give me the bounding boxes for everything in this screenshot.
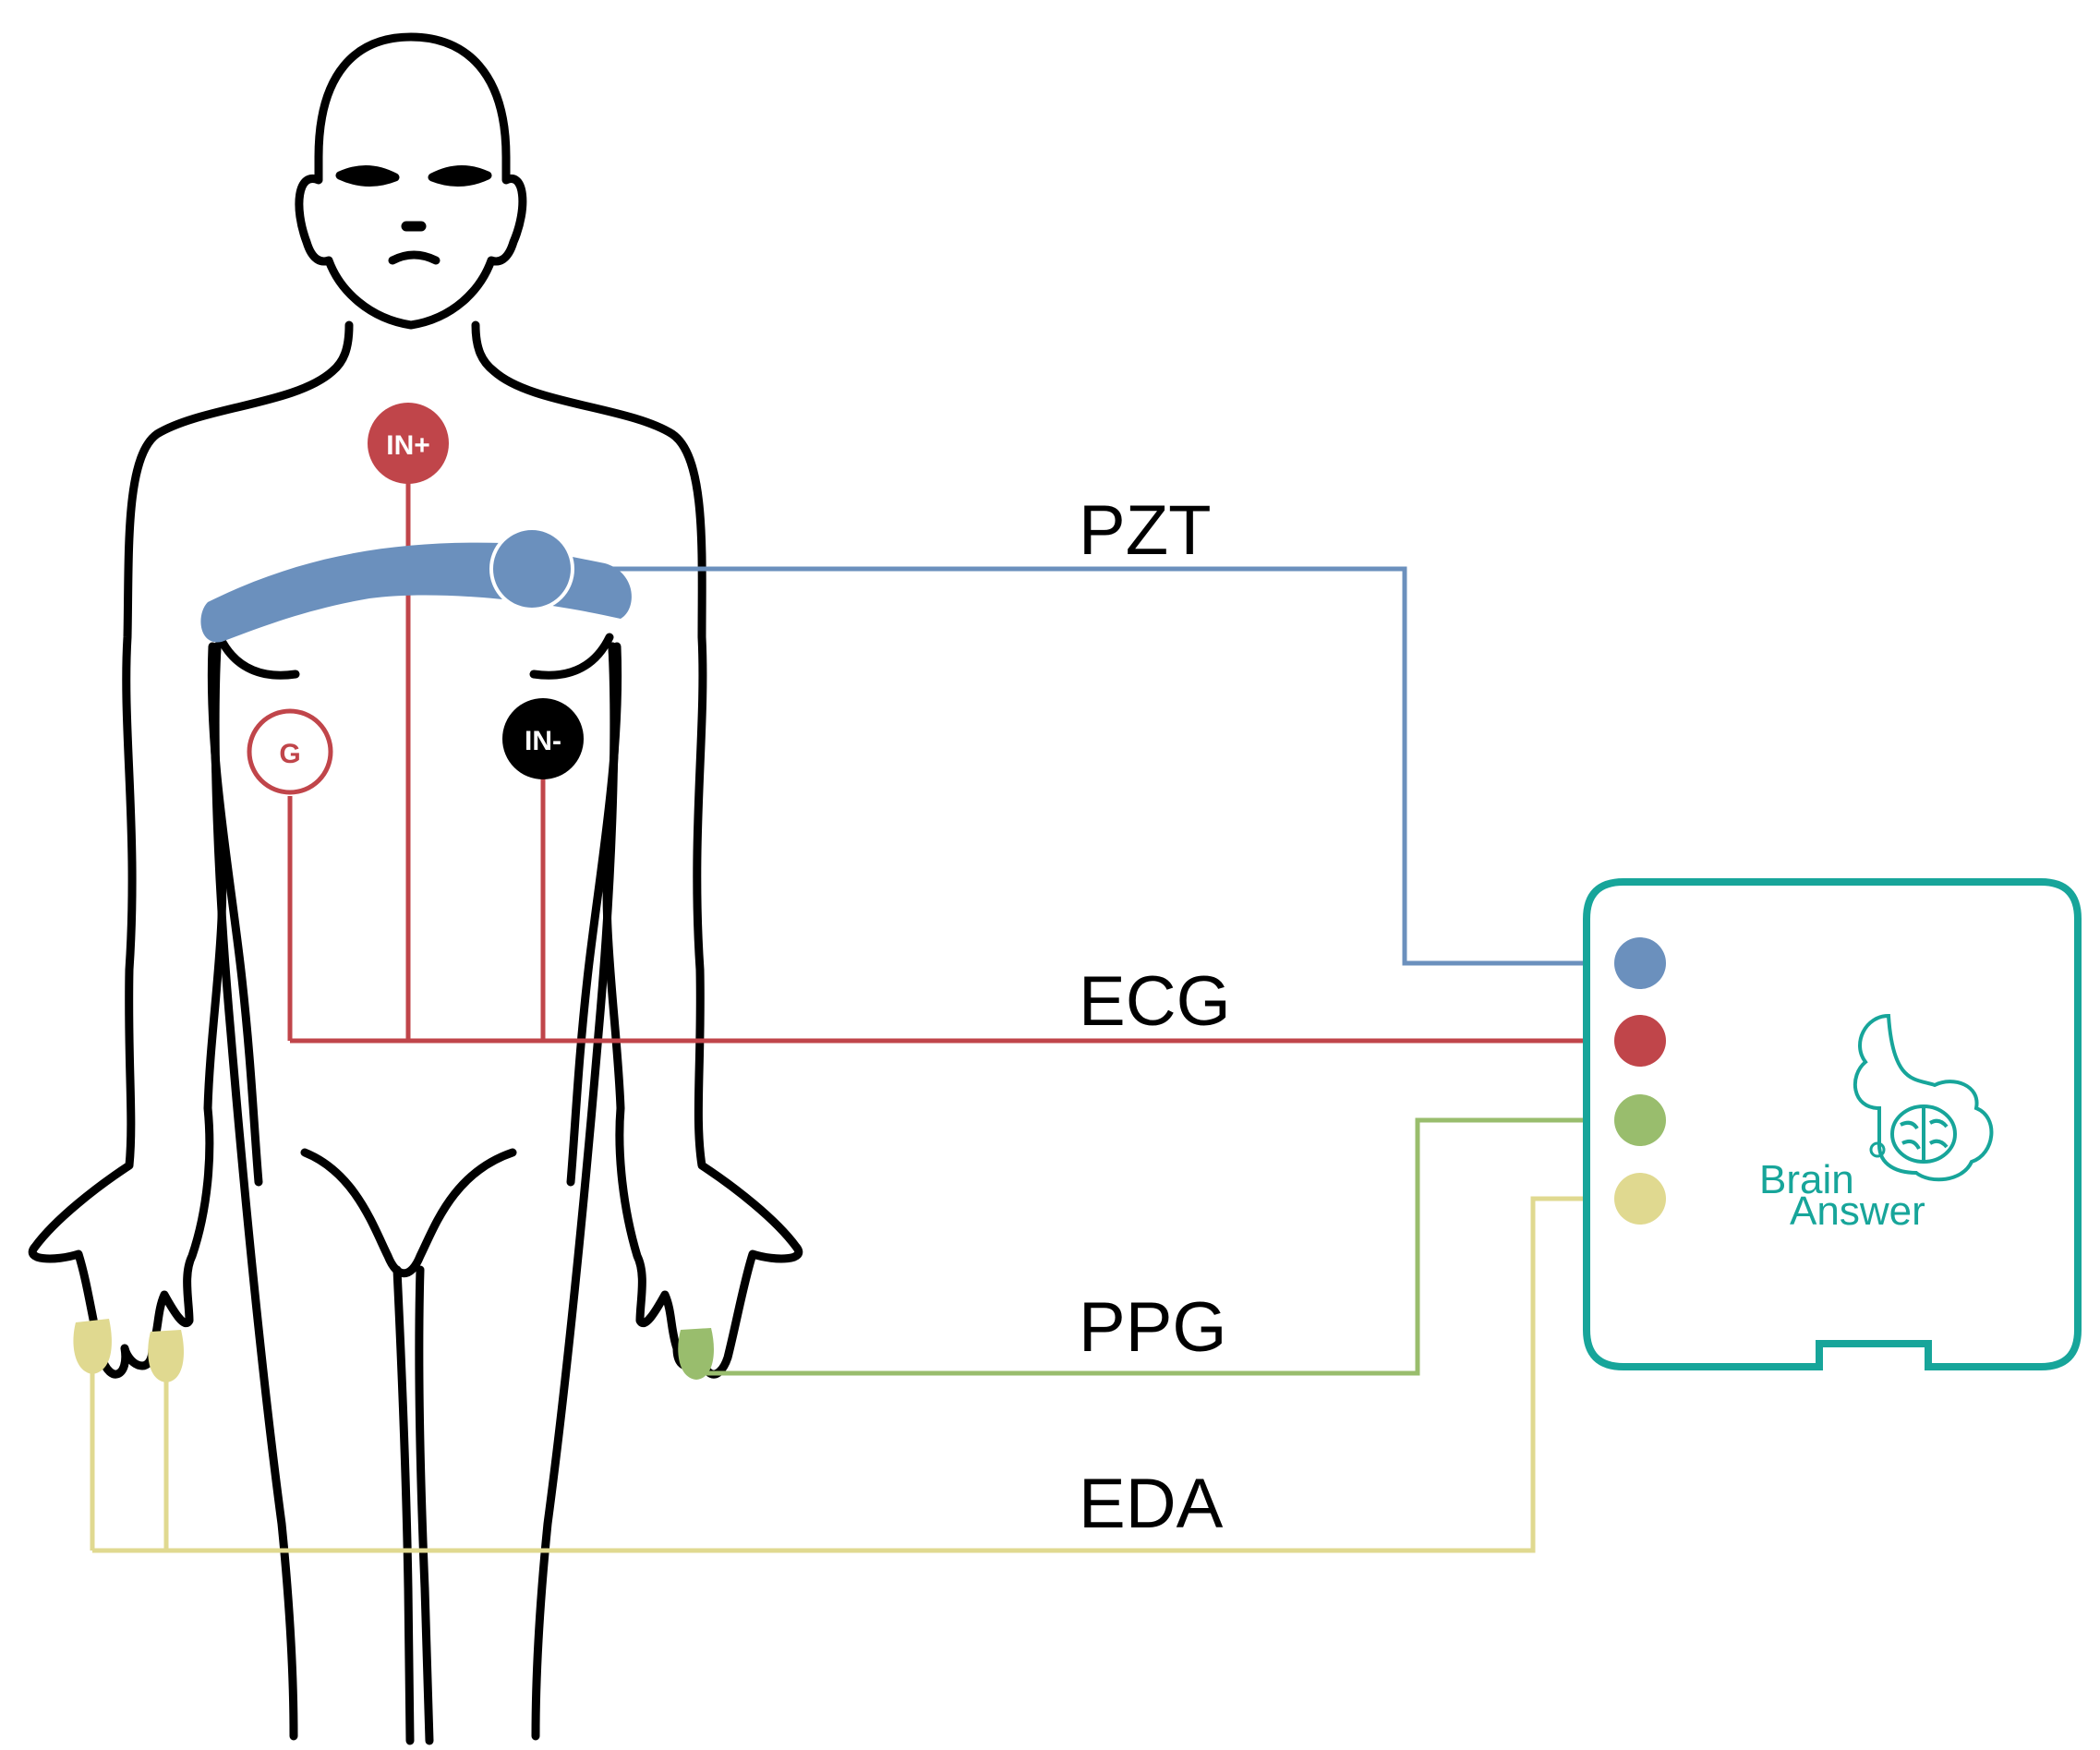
chest-right [529, 633, 614, 680]
ppg-signal-label: PPG [1079, 1288, 1227, 1367]
left-leg-contour [211, 642, 298, 1741]
eda-finger-sensor-2 [148, 1330, 184, 1382]
brain-answer-logo: Brain Answer [1759, 1013, 1994, 1234]
eda-port [1614, 1173, 1666, 1225]
pzt-wire [591, 566, 1587, 966]
eda-trunk-wire [92, 1196, 1587, 1553]
logo-dot-accent [1869, 1141, 1886, 1158]
ground-electrode-ring [247, 708, 333, 795]
electrode-ground: G [247, 708, 333, 795]
human-body-outline [28, 32, 803, 1745]
inner-right-leg [415, 1265, 434, 1745]
right-eye [428, 164, 492, 187]
mouth [388, 250, 441, 265]
left-inner-arm [207, 642, 263, 1187]
in-plus-label: IN+ [386, 430, 430, 461]
eda-finger-sensor-1 [73, 1319, 112, 1374]
inner-left-leg [392, 1265, 415, 1745]
ppg-port [1614, 1094, 1666, 1146]
right-leg-contour [531, 642, 619, 1741]
device-housing [1583, 878, 2082, 1370]
pzt-sensor [489, 526, 574, 611]
pzt-signal-label: PZT [1079, 491, 1212, 570]
ground-label: G [279, 739, 300, 769]
body-left-contour [28, 320, 354, 1379]
brain-icon [1890, 1104, 1957, 1164]
left-eye [335, 164, 400, 187]
pzt-port [1614, 937, 1666, 989]
chest-left [215, 633, 300, 680]
in-minus-electrode-dot [502, 698, 584, 779]
eda-signal-label: EDA [1079, 1465, 1224, 1543]
ppg-wire [694, 1117, 1587, 1376]
ecg-signal-label: ECG [1079, 962, 1231, 1041]
body-right-contour [471, 320, 803, 1379]
in-plus-electrode-dot [368, 403, 449, 484]
right-inner-arm [566, 642, 622, 1187]
logo-text-brain: Brain [1759, 1157, 1854, 1202]
ecg-port [1614, 1015, 1666, 1067]
groin-contour [300, 1148, 517, 1278]
electrode-in-plus: IN+ [368, 403, 449, 484]
ppg-finger-sensor [678, 1328, 714, 1380]
head-outline [295, 32, 527, 330]
logo-cloud-outline [1853, 1013, 1994, 1182]
electrode-in-minus: IN- [502, 698, 584, 779]
in-minus-label: IN- [525, 726, 561, 756]
eda-wires [90, 1196, 1587, 1553]
recording-device: Brain Answer [1583, 878, 2082, 1370]
brain-icon-outline [1890, 1104, 1957, 1164]
logo-text-answer: Answer [1790, 1189, 1925, 1234]
brain-icon-folds [1900, 1118, 1949, 1150]
